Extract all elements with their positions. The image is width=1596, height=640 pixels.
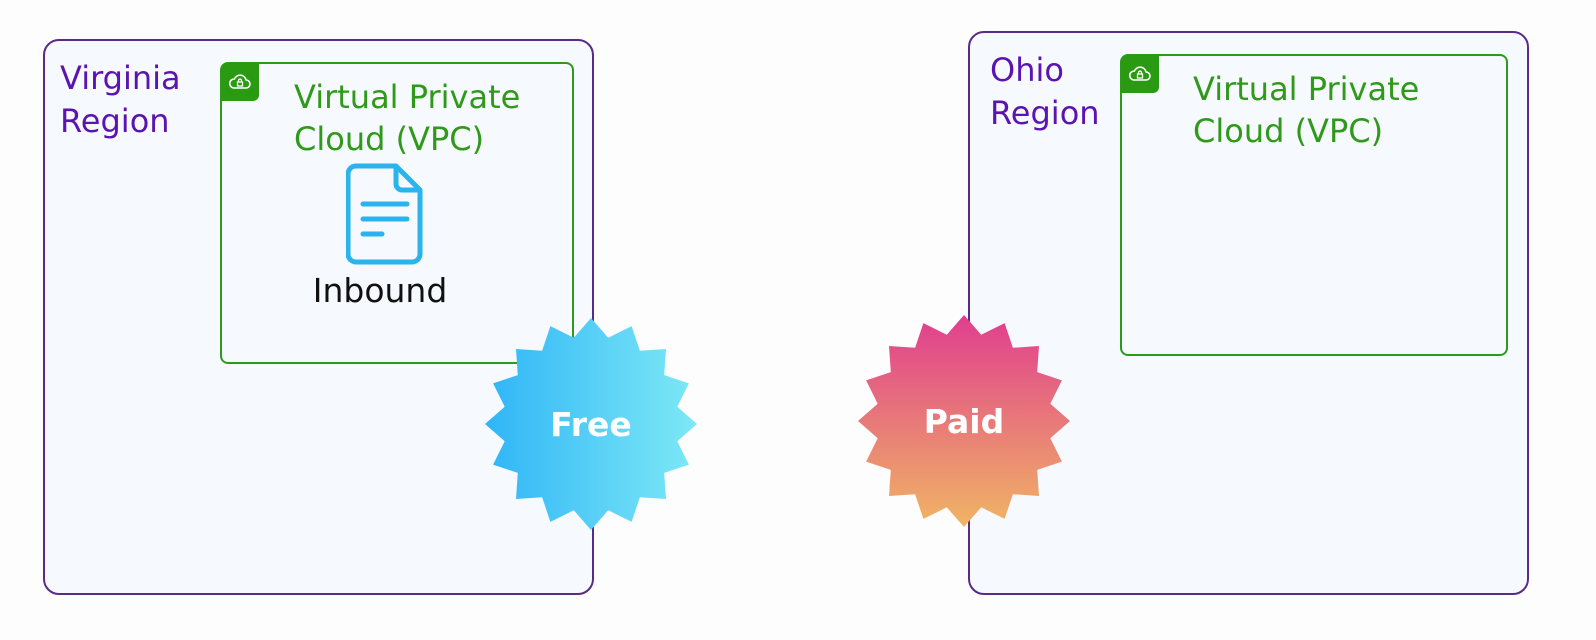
ohio-region-label: Ohio Region [990, 51, 1100, 132]
free-badge: Free [485, 318, 697, 530]
paid-badge: Paid [858, 315, 1070, 527]
free-burst-shape [485, 318, 697, 530]
ohio-vpc: Virtual Private Cloud (VPC) [1120, 54, 1508, 356]
free-label: Free [550, 404, 632, 444]
cloud-lock-icon [221, 63, 259, 101]
document-icon [346, 163, 423, 265]
ohio-region: Ohio Region Virtual Private Cloud (VPC) [968, 31, 1529, 595]
cloud-lock-icon [1121, 55, 1159, 93]
virginia-region: Virginia Region Virtual Private Cloud (V… [43, 39, 594, 595]
paid-label: Paid [923, 401, 1005, 441]
virginia-region-label: Virginia Region [60, 59, 181, 140]
ohio-vpc-label: Virtual Private Cloud (VPC) [1193, 70, 1420, 150]
virginia-vpc: Virtual Private Cloud (VPC) Inbound [220, 62, 574, 364]
inbound-label: Inbound [312, 271, 448, 310]
paid-burst-shape [858, 315, 1070, 527]
virginia-vpc-label: Virtual Private Cloud (VPC) [294, 78, 521, 158]
